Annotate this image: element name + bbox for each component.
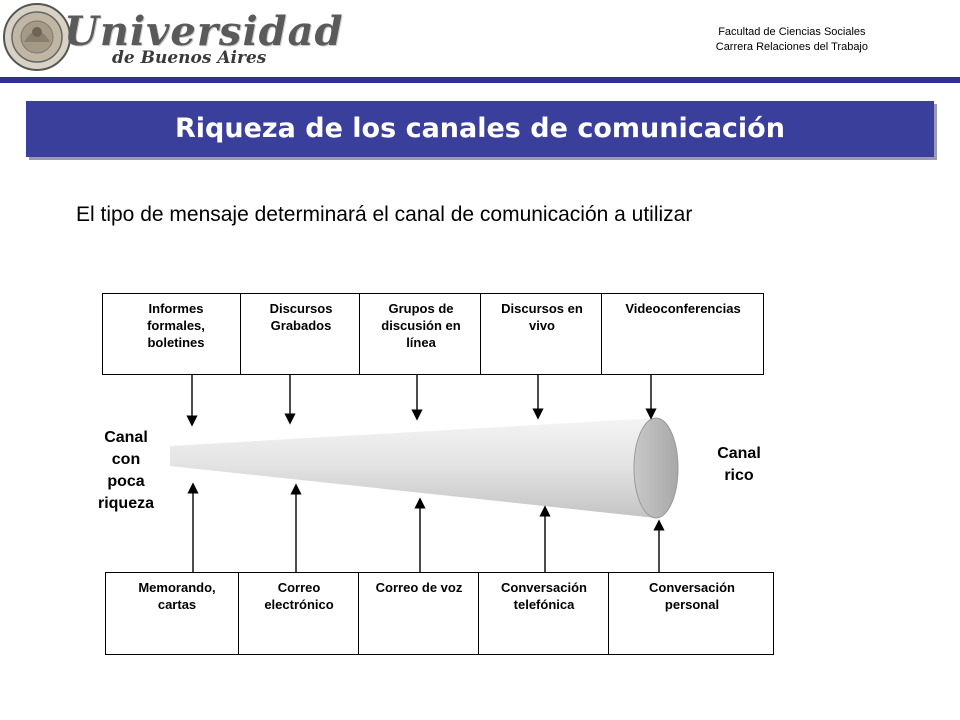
career-name: Carrera Relaciones del Trabajo bbox=[715, 41, 868, 53]
top-item-discursos-grabados: Discursos Grabados bbox=[269, 301, 333, 333]
divider bbox=[480, 294, 481, 374]
slide-title: Riqueza de los canales de comunicación bbox=[175, 113, 785, 144]
divider bbox=[601, 294, 602, 374]
slide-subtitle: El tipo de mensaje determinará el canal … bbox=[76, 203, 693, 226]
lean-channels-box: Informes formales, boletines Discursos G… bbox=[102, 293, 764, 375]
university-seal-icon bbox=[3, 3, 71, 71]
top-item-discursos-vivo: Discursos en vivo bbox=[501, 301, 583, 333]
divider bbox=[608, 573, 609, 654]
faculty-info: Facultad de Ciencias Sociales Carrera Re… bbox=[716, 25, 868, 55]
university-logo: Universidad de Buenos Aires bbox=[2, 2, 343, 74]
rich-channel-label: Canal rico bbox=[717, 445, 761, 484]
divider bbox=[238, 573, 239, 654]
divider bbox=[358, 573, 359, 654]
slide-title-band: Riqueza de los canales de comunicación bbox=[26, 101, 934, 157]
divider bbox=[359, 294, 360, 374]
bottom-item-memorando: Memorando, cartas bbox=[138, 580, 216, 612]
faculty-name: Facultad de Ciencias Sociales bbox=[718, 26, 866, 38]
header-divider-bar bbox=[0, 77, 960, 83]
bottom-item-conversacion-personal: Conversación personal bbox=[649, 580, 735, 612]
logo-university-text: Universidad bbox=[64, 8, 344, 55]
top-item-grupos-discusion: Grupos de discusión en línea bbox=[381, 301, 461, 350]
top-item-videoconferencias: Videoconferencias bbox=[625, 301, 741, 316]
bottom-arrows bbox=[187, 482, 665, 572]
funnel-cone bbox=[170, 417, 679, 519]
divider bbox=[240, 294, 241, 374]
bottom-item-conversacion-telefonica: Conversación telefónica bbox=[501, 580, 587, 612]
rich-channels-box: Memorando, cartas Correo electrónico Cor… bbox=[105, 572, 774, 655]
bottom-item-correo-electronico: Correo electrónico bbox=[264, 580, 334, 612]
top-item-informes: Informes formales, boletines bbox=[147, 301, 205, 350]
top-arrows bbox=[186, 375, 657, 427]
bottom-item-correo-voz: Correo de voz bbox=[375, 580, 463, 595]
logo-city-text: de Buenos Aires bbox=[112, 48, 267, 68]
lean-channel-label: Canal con poca riqueza bbox=[97, 429, 154, 512]
divider bbox=[478, 573, 479, 654]
